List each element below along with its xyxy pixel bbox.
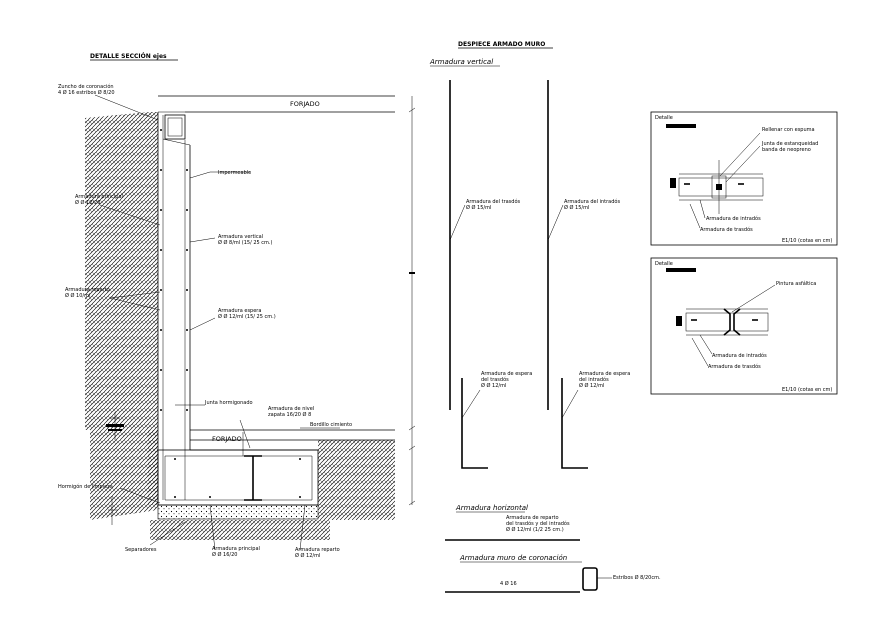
- label-bordillo: Bordillo cimiento: [310, 422, 352, 428]
- svg-text:DESPIECE ARMADO MURO: DESPIECE ARMADO MURO: [458, 41, 545, 48]
- hormigon-limpieza-layer: [157, 504, 319, 520]
- detail-1-box: Detalle Rellenar con espuma Junta de est…: [650, 111, 838, 246]
- svg-text:Armadura de trasdós: Armadura de trasdós: [708, 363, 761, 370]
- footing: [157, 432, 319, 506]
- upper-slab: [158, 95, 395, 113]
- svg-text:Armadura de trasdós: Armadura de trasdós: [700, 226, 753, 233]
- coronacion-title: Armadura muro de coronación: [459, 554, 582, 563]
- svg-text:Armadura horizontal: Armadura horizontal: [455, 504, 528, 512]
- level-marker: [106, 412, 124, 440]
- earth-hatch-right: [318, 440, 395, 520]
- svg-text:Armadura vertical: Armadura vertical: [429, 58, 493, 66]
- svg-text:Armadura muro de coronación: Armadura muro de coronación: [459, 554, 567, 562]
- forjado-top-label: FORJADO: [290, 100, 320, 108]
- svg-text:Rellenar con espuma: Rellenar con espuma: [762, 127, 815, 133]
- svg-text:E1/10 (cotas en cm): E1/10 (cotas en cm): [782, 387, 832, 393]
- svg-text:DETALLE SECCIÓN ejes: DETALLE SECCIÓN ejes: [90, 53, 167, 60]
- earth-hatch-under: [150, 520, 330, 540]
- svg-text:Armadura de intradós: Armadura de intradós: [706, 215, 761, 222]
- earth-hatch-wall: [85, 112, 158, 505]
- leaders-despiece: [449, 204, 579, 419]
- label-junta-hormigonado: Junta hormigonado: [204, 400, 253, 406]
- detail-title: DETALLE SECCIÓN ejes: [90, 53, 178, 61]
- rebar-dots: [160, 129, 301, 498]
- svg-text:Detalle: Detalle: [655, 115, 673, 121]
- level-marker-lower: [108, 496, 118, 525]
- dimension-vertical: [408, 96, 416, 506]
- earth-hatch-bottom: [90, 430, 158, 520]
- svg-text:Pintura asfáltica: Pintura asfáltica: [776, 280, 816, 287]
- horizontal-title: Armadura horizontal: [455, 504, 528, 513]
- vertical-title: Armadura vertical: [429, 58, 500, 67]
- stirrup-shape: [582, 567, 598, 591]
- label-separadores: Separadores: [125, 547, 157, 553]
- detail-2-box: Detalle Pintura asfáltica Armadura de in…: [650, 257, 838, 395]
- svg-text:Detalle: Detalle: [655, 261, 673, 267]
- leader-lines-section: [94, 94, 340, 551]
- label-impermeable: Impermeable: [218, 170, 251, 176]
- main-title: DESPIECE ARMADO MURO: [458, 41, 553, 49]
- label-estribos: Estribos Ø 8/20cm.: [613, 574, 661, 581]
- label-hormigon-limpieza: Hormigón de limpieza: [58, 483, 113, 490]
- label-coronacion-bar: 4 Ø 16: [500, 580, 517, 587]
- svg-text:Armadura de intradós: Armadura de intradós: [712, 352, 767, 359]
- bar-espera-trasdos: [461, 378, 488, 469]
- bar-espera-intrados: [561, 378, 588, 469]
- forjado-bottom-label: FORJADO: [212, 435, 242, 443]
- retaining-wall: [157, 112, 191, 505]
- svg-text:E1/10 (cotas en cm): E1/10 (cotas en cm): [782, 238, 832, 244]
